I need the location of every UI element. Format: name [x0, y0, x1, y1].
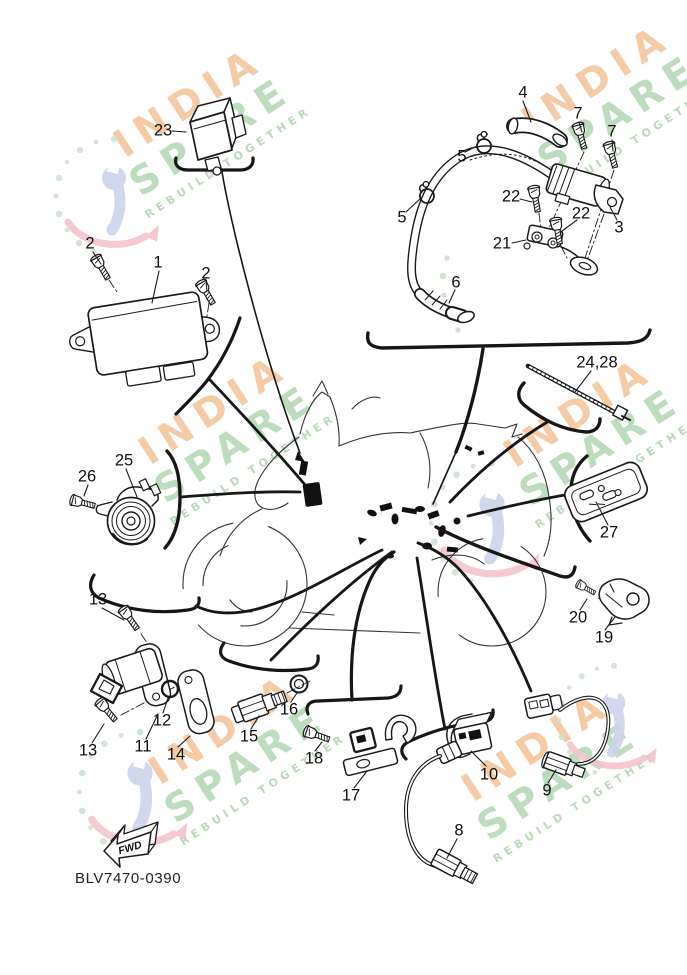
part-label-7b: 7: [607, 122, 617, 141]
screw-20: [574, 578, 598, 598]
screw-7a: [570, 120, 591, 151]
relay-drawing: [189, 97, 247, 176]
part-label-11: 11: [134, 737, 152, 756]
part-label-10: 10: [479, 765, 499, 784]
part-label-18: 18: [304, 749, 324, 768]
o-ring-12: [160, 679, 180, 699]
part-label-24-28: 24,28: [576, 353, 618, 372]
part-label-5b: 5: [397, 208, 407, 227]
motorcycle-outline: [182, 380, 552, 647]
gasket-14: [177, 669, 215, 735]
washer-16: [289, 674, 309, 694]
part-label-26: 26: [77, 467, 97, 486]
part-label-9: 9: [542, 781, 552, 800]
part-label-14: 14: [166, 745, 186, 764]
screw-22a: [526, 183, 545, 214]
part-label-13b: 13: [78, 741, 98, 760]
diagram-code: BLV7470-0390: [75, 870, 182, 887]
part-label-6: 6: [451, 273, 461, 292]
part-label-7a: 7: [573, 104, 583, 123]
screw-2a: [88, 252, 114, 283]
harness-blobs: [298, 444, 485, 559]
screw-7b: [601, 139, 622, 170]
bolt-26: [68, 493, 97, 513]
sensor-15-drawing: [230, 674, 309, 724]
horn-drawing: [95, 478, 162, 546]
cable-tie-drawing: [525, 363, 631, 421]
part-label-3: 3: [614, 218, 624, 237]
solenoid-drawing: [89, 643, 215, 735]
ecu-drawing: [69, 291, 221, 387]
part-label-8: 8: [454, 821, 464, 840]
part-label-4: 4: [518, 83, 528, 102]
leader-lines: [88, 156, 652, 761]
part-label-13a: 13: [88, 590, 108, 609]
part-label-21: 21: [492, 234, 512, 253]
part-label-2a: 2: [85, 234, 95, 253]
label-leaders: [83, 100, 618, 859]
o2-sensor-8: [430, 848, 479, 885]
part-label-16: 16: [279, 700, 299, 719]
sensor-9-drawing: [523, 693, 611, 778]
hose-assembly-drawing: [407, 117, 624, 324]
fwd-marker: FWD: [103, 821, 159, 868]
part-label-17: 17: [341, 786, 361, 805]
part-label-22a: 22: [501, 187, 521, 206]
part-label-19: 19: [594, 628, 614, 647]
part-label-2b: 2: [201, 264, 211, 283]
bolt-18: [301, 724, 332, 746]
part-label-12: 12: [152, 711, 172, 730]
part-label-1: 1: [153, 253, 163, 272]
bracket-19-drawing: [598, 578, 650, 626]
part-label-25: 25: [114, 451, 134, 470]
part-label-5a: 5: [457, 147, 467, 166]
part-label-15: 15: [239, 727, 259, 746]
part-label-20: 20: [568, 608, 588, 627]
bracket-17-drawing: [342, 714, 417, 777]
part-label-22b: 22: [571, 204, 591, 223]
part-label-27: 27: [599, 523, 619, 542]
plate-27-drawing: [563, 461, 649, 523]
watermark-logo: [54, 136, 159, 254]
sensor-10-drawing: [404, 711, 493, 885]
part-label-23: 23: [153, 121, 173, 140]
